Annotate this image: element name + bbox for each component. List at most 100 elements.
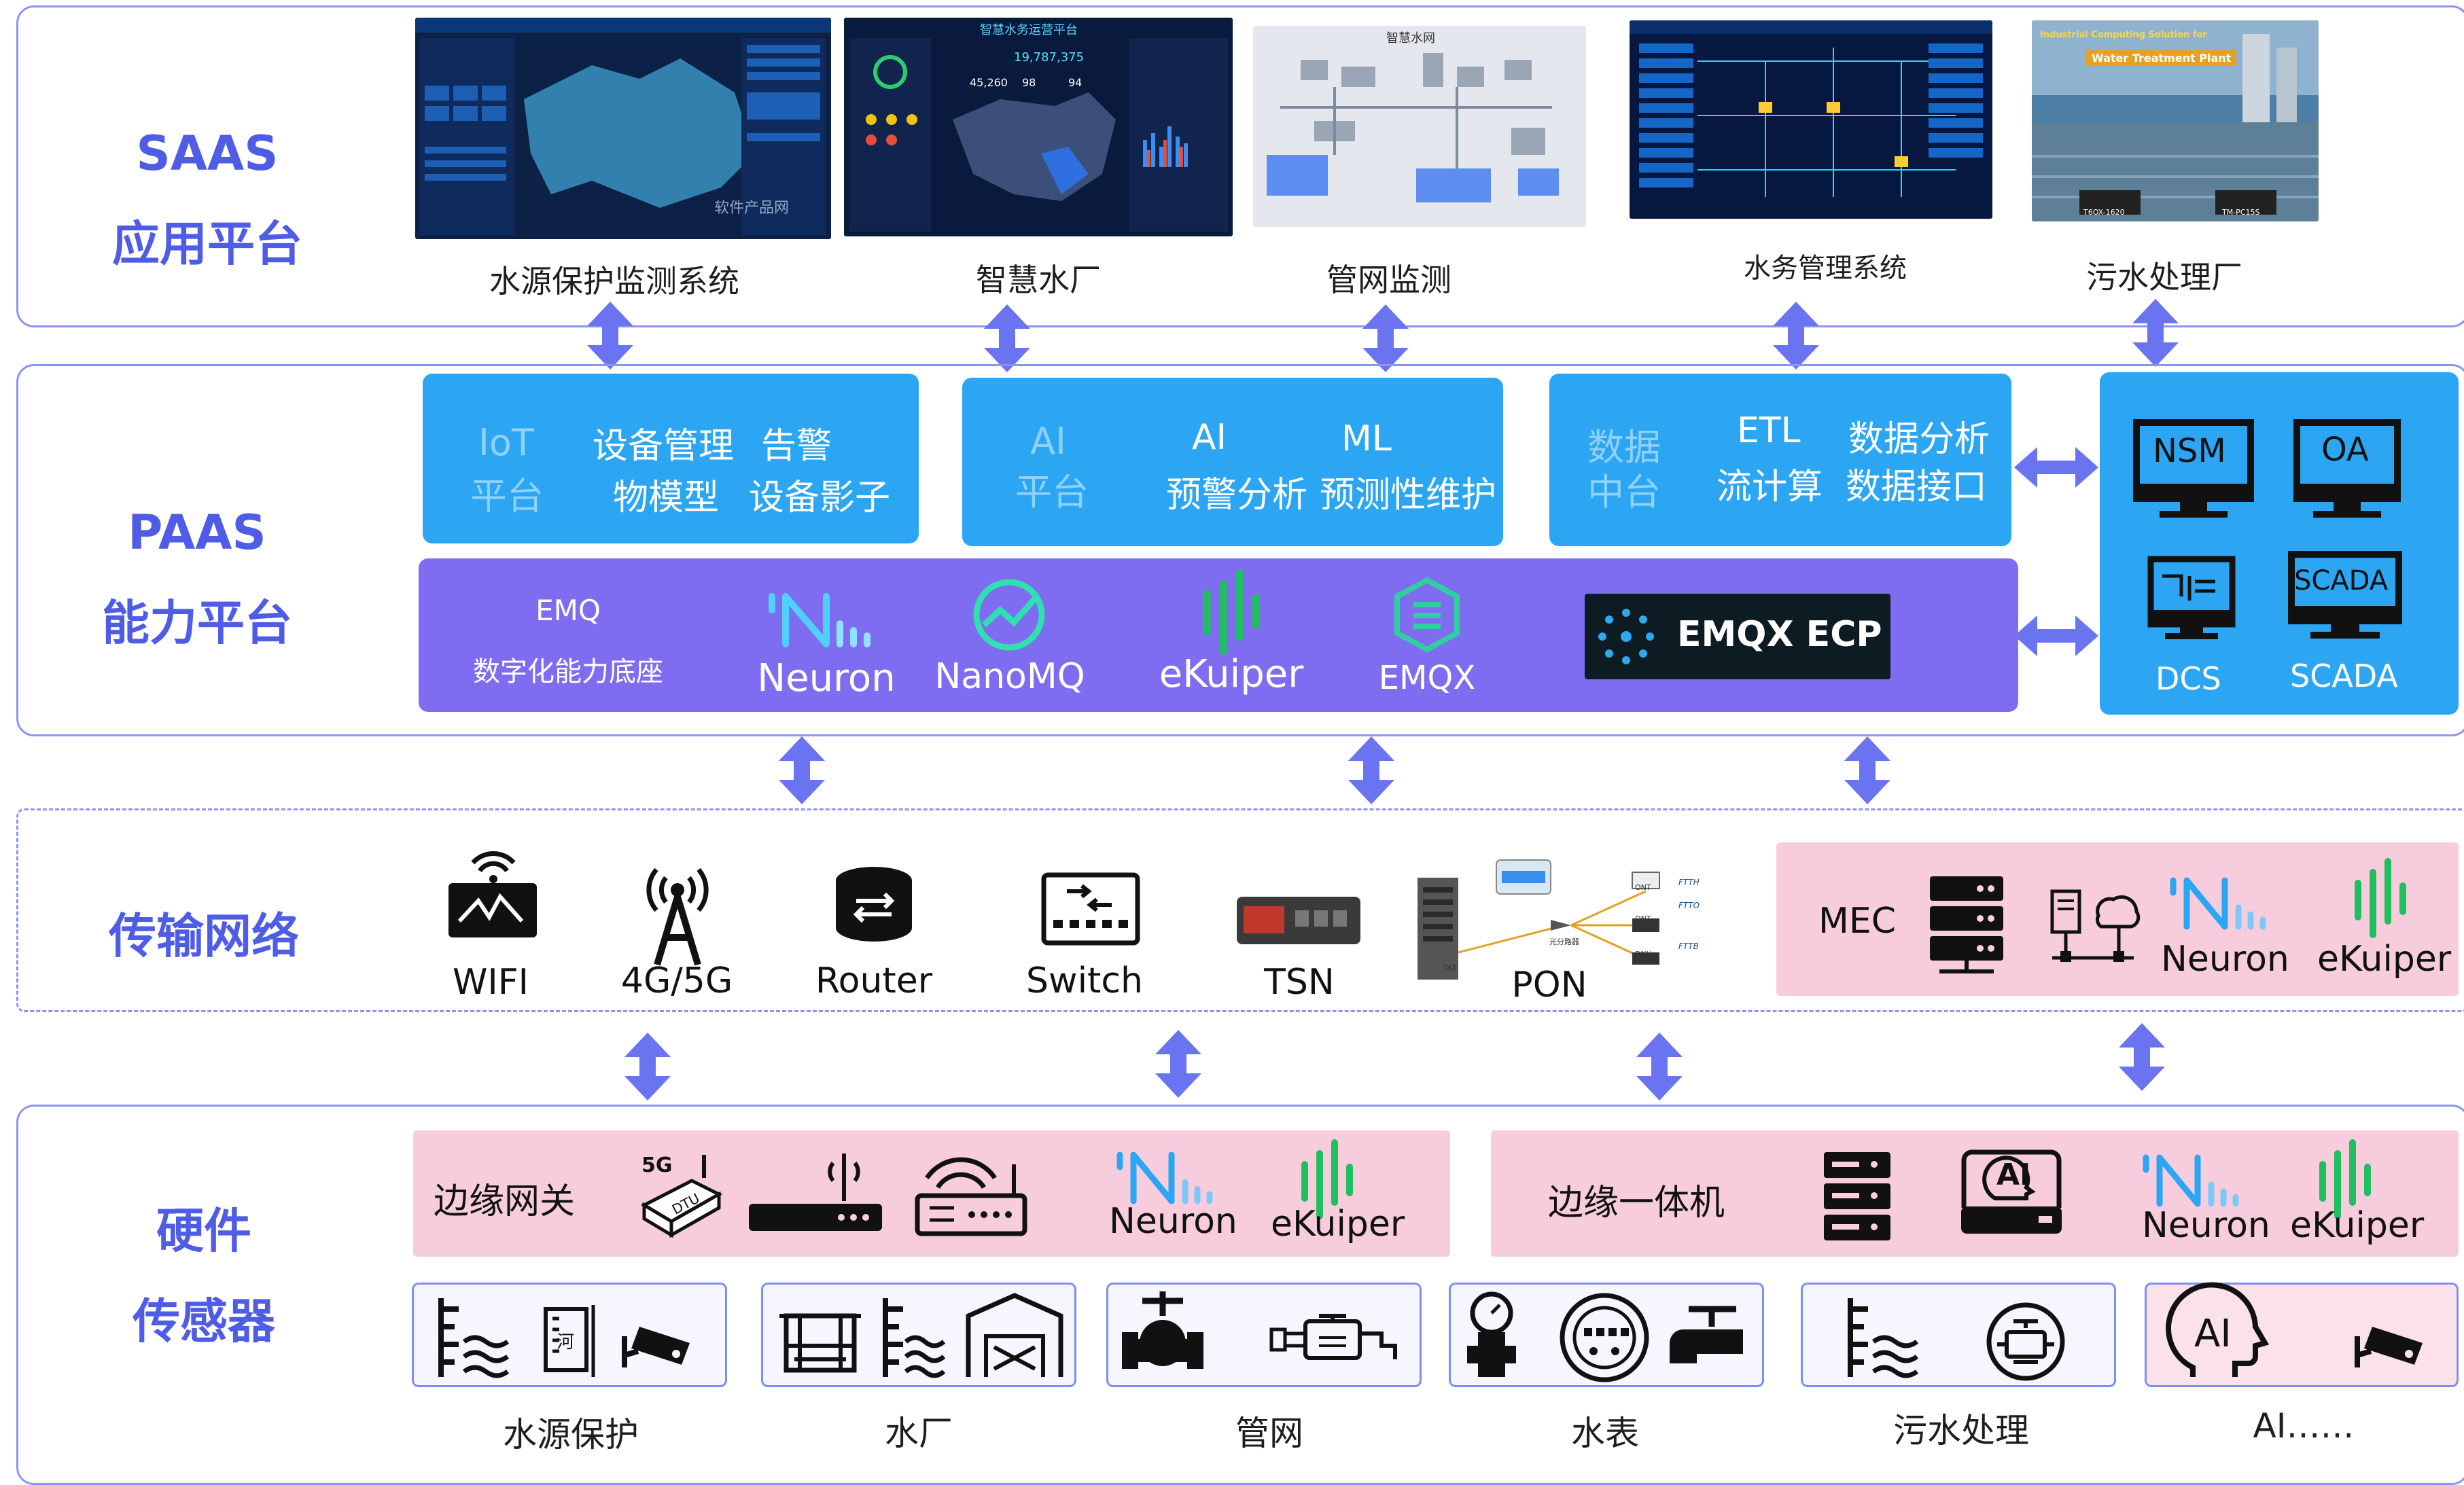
ai-box-icon — [1961, 1149, 2062, 1234]
emqx-logo-icon — [1394, 577, 1460, 653]
network-layer — [16, 808, 2464, 1012]
sensor-group-water-meter[interactable] — [1449, 1283, 1764, 1387]
pon-tag-ont2: ONT — [1635, 914, 1651, 923]
sensor-group-water-plant[interactable] — [761, 1283, 1076, 1387]
app-label-sewage-plant: 污水处理厂 — [2086, 259, 2242, 296]
ai-feature-alert-analysis: 预警分析 — [1166, 475, 1308, 516]
stat-3: 94 — [1068, 76, 1083, 89]
sewage-level-pump-icons — [1848, 1298, 2065, 1381]
pon-tag-dnu: DNU — [1635, 950, 1652, 959]
sensor-label-ai: AI…… — [2253, 1406, 2355, 1446]
plant-facility-icons — [779, 1293, 1063, 1378]
meter-faucet-icons — [1467, 1291, 1743, 1382]
4g5g-label: 4G/5G — [620, 961, 733, 1001]
iot-feature-device-mgmt: 设备管理 — [593, 426, 735, 467]
neuron-logo-icon — [2170, 877, 2266, 930]
watermark: 软件产品网 — [714, 200, 790, 217]
emqx-ecp-badge[interactable]: EMQX ECP — [1585, 594, 1890, 679]
emq-title: EMQ — [535, 594, 601, 627]
dcs-monitor-icon — [2147, 556, 2236, 639]
5g-badge: 5G — [641, 1153, 673, 1177]
water-level-river-camera-icons — [438, 1298, 690, 1378]
wireless-router-icon — [749, 1153, 882, 1231]
edge-gateway-box[interactable]: 边缘网关 5G DTU Neuron eKuiper — [413, 1130, 1450, 1257]
sensor-label-water-meter: 水表 — [1571, 1414, 1639, 1453]
app-screenshot-pipe-network[interactable]: 智慧水网 — [1253, 26, 1586, 227]
nsm-label: NSM — [2153, 432, 2226, 470]
dcs-label: DCS — [2155, 660, 2221, 697]
sensor-label-water-source: 水源保护 — [503, 1415, 639, 1454]
banner-line2: Water Treatment Plant — [2086, 50, 2237, 66]
wifi-label: WIFI — [453, 962, 529, 1003]
emq-subtitle: 数字化能力底座 — [473, 656, 663, 687]
pon-tag-ftth: FTTH — [1678, 878, 1700, 887]
sensor-group-ai[interactable]: AI — [2145, 1282, 2459, 1387]
edge-aio-label: 边缘一体机 — [1548, 1183, 1725, 1223]
paas-layer — [16, 364, 2464, 736]
wifi-router-icon — [448, 851, 537, 937]
app-screenshot-water-mgmt[interactable] — [1630, 20, 1992, 219]
river-char: 河 — [557, 1332, 575, 1353]
server-rack-icon — [1930, 876, 2003, 973]
pon-label: PON — [1511, 965, 1587, 1005]
pon-tag-fttb: FTTB — [1678, 942, 1699, 951]
ai-name-2: 平台 — [1015, 471, 1089, 514]
sensor-label-pipe: 管网 — [1235, 1414, 1303, 1453]
sensor-group-water-source[interactable]: 河 — [412, 1283, 727, 1387]
stat-2: 98 — [1022, 76, 1036, 89]
nsm-monitor-icon — [2133, 419, 2254, 518]
scada-screen-label: SCADA — [2294, 565, 2389, 596]
oa-monitor-icon — [2293, 419, 2401, 518]
nanomq-logo-icon — [973, 579, 1045, 651]
data-platform-box[interactable]: 数据 中台 ETL 数据分析 流计算 数据接口 — [1549, 374, 2011, 546]
edge-server-icon — [1824, 1152, 1890, 1240]
ai-box-label: AI — [1996, 1158, 2031, 1192]
data-name-1: 数据 — [1587, 426, 1661, 469]
ecp-logo-icon — [1598, 609, 1654, 664]
iot-platform-box[interactable]: IoT 平台 设备管理 告警 物模型 设备影子 — [423, 374, 919, 543]
iot-feature-device-shadow: 设备影子 — [749, 478, 891, 518]
app-label-pipe-network: 管网监测 — [1326, 262, 1451, 298]
stat-1: 45,260 — [970, 76, 1008, 89]
iot-name-2: 平台 — [470, 475, 544, 518]
app-screenshot-water-source[interactable]: 软件产品网 — [415, 18, 831, 239]
pon-tag-olt: OLT — [1443, 963, 1457, 972]
sensor-group-sewage[interactable] — [1801, 1283, 2116, 1387]
app-label-water-source: 水源保护监测系统 — [489, 263, 739, 300]
edge-aio-box[interactable]: 边缘一体机 AI Neuron eKuiper — [1491, 1130, 2459, 1257]
app-banner: 智慧水务运营平台 — [980, 23, 1078, 37]
network-title: 传输网络 — [109, 908, 299, 964]
iot-feature-alarm: 告警 — [761, 426, 832, 467]
neuron-logo-icon — [1116, 1151, 1213, 1204]
ai-platform-box[interactable]: AI 平台 AI ML 预警分析 预测性维护 — [962, 378, 1503, 546]
pon-tag-ftto: FTTO — [1678, 901, 1700, 910]
mec-box[interactable]: MEC Neuron eKuiper — [1776, 842, 2459, 996]
app-screenshot-smart-plant[interactable]: 智慧水务运营平台 19,787,375 45,260 98 94 — [844, 18, 1233, 236]
ecp-label: EMQX ECP — [1677, 614, 1882, 655]
device-label-2: TM-PC15S — [2222, 208, 2260, 217]
ai-feature-ml: ML — [1341, 418, 1392, 459]
pon-tag-splitter: 光分路器 — [1549, 937, 1579, 946]
app-screenshot-sewage-plant[interactable]: Industrial Computing Solution for Water … — [2032, 20, 2319, 221]
ekuiper-label: eKuiper — [1159, 652, 1304, 696]
sensor-group-pipe[interactable] — [1106, 1283, 1422, 1387]
cell-tower-icon — [646, 867, 709, 966]
edge-ekuiper-label: eKuiper — [2290, 1205, 2425, 1246]
edge-cloud-node-icon — [2050, 889, 2141, 962]
industrial-systems-box[interactable]: NSM OA SCADA DCS SCADA — [2100, 372, 2459, 715]
iot-name-1: IoT — [478, 421, 534, 464]
gateway-ekuiper-label: eKuiper — [1271, 1204, 1405, 1245]
emq-platform-bar[interactable]: EMQ 数字化能力底座 Neuron NanoMQ eKuiper EMQX E… — [419, 558, 2018, 712]
emqx-label: EMQX — [1378, 659, 1476, 697]
iot-feature-thing-model: 物模型 — [613, 478, 720, 518]
ekuiper-logo-icon — [1301, 1139, 1353, 1219]
data-name-2: 中台 — [1587, 471, 1661, 514]
router-label: Router — [815, 961, 933, 1001]
neuron-logo-icon — [769, 593, 870, 647]
ai-feature-predictive-maint: 预测性维护 — [1320, 475, 1497, 516]
ekuiper-logo-icon — [1203, 569, 1260, 655]
mec-label: MEC — [1818, 901, 1897, 942]
ai-feature-ai: AI — [1192, 417, 1227, 458]
